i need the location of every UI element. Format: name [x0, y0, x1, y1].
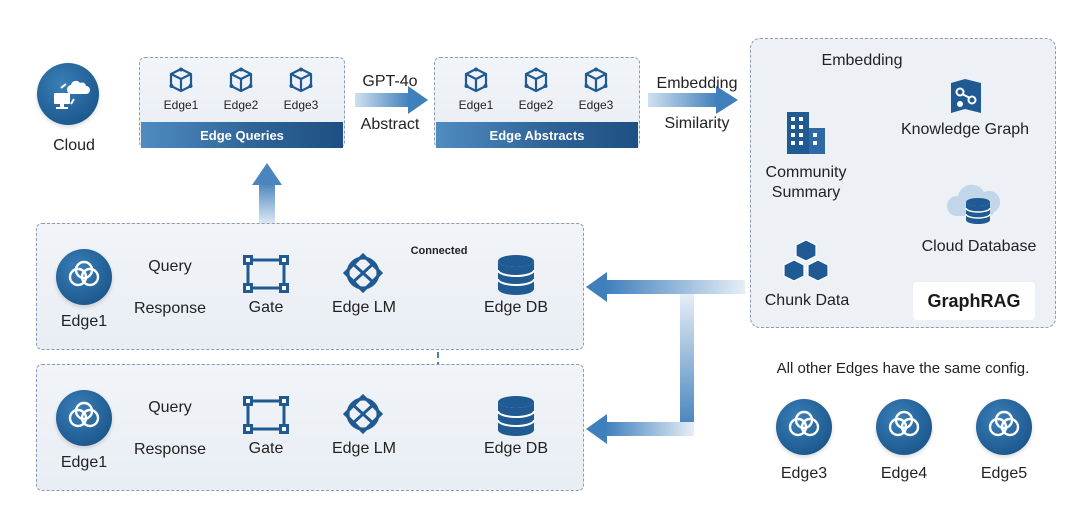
abstract-label: Abstract: [360, 116, 420, 133]
graphrag-embedding-label: Embedding: [821, 52, 903, 69]
edge-link-icon: [988, 410, 1020, 437]
edge1-node-row2: [56, 390, 112, 446]
other-edge-node: [876, 399, 932, 455]
edge-lm-label-row1: Edge LM: [331, 299, 397, 316]
edge-link-icon: [788, 410, 820, 437]
edge-link-icon: [68, 260, 100, 287]
edge-queries-item-label: Edge1: [163, 98, 199, 112]
edge1-label-row1: Edge1: [60, 313, 108, 330]
edge-db-icon-row1: [494, 253, 538, 297]
gate-label-row1: Gate: [248, 299, 284, 316]
gate-icon-row1: [242, 255, 290, 293]
edge-db-label-row1: Edge DB: [483, 299, 549, 316]
edge-db-icon-row2: [494, 394, 538, 438]
edge-queries-title: Edge Queries: [141, 122, 343, 148]
cloud-database-label: Cloud Database: [921, 238, 1037, 255]
knowledge-graph-icon: [945, 75, 987, 117]
graphrag-title: GraphRAG: [913, 282, 1035, 320]
cloud-computer-icon: [54, 80, 90, 109]
gate-label-row2: Gate: [248, 440, 284, 457]
cloud-label: Cloud: [53, 137, 95, 154]
edge-abstracts-title: Edge Abstracts: [436, 122, 638, 148]
edge-panel-2: [36, 364, 584, 491]
graphrag-panel: [750, 38, 1056, 328]
query-label-row1: Query: [148, 258, 192, 275]
edge-lm-label-row2: Edge LM: [331, 440, 397, 457]
embedding-label: Embedding: [656, 75, 738, 92]
response-label-row1: Response: [133, 300, 207, 317]
other-edge-label: Edge5: [980, 465, 1028, 482]
edge-queries-cube-icon: [228, 67, 254, 98]
gpt-arrow: [355, 86, 428, 114]
edge-abstracts-item-label: Edge1: [458, 98, 494, 112]
edge-queries-cube-icon: [288, 67, 314, 98]
gate-icon-row2: [242, 396, 290, 434]
knowledge-graph-label: Knowledge Graph: [900, 121, 1030, 138]
other-edge-label: Edge4: [880, 465, 928, 482]
edge-link-icon: [68, 401, 100, 428]
other-edges-note: All other Edges have the same config.: [776, 360, 1030, 377]
community-label: Community: [765, 164, 847, 181]
query-label-row2: Query: [148, 399, 192, 416]
edge-abstracts-cube-icon: [583, 67, 609, 98]
edge-queries-cube-icon: [168, 67, 194, 98]
edge-lm-icon-row1: [340, 251, 386, 295]
edge-abstracts-cube-icon: [523, 67, 549, 98]
cloud-database-icon: [944, 180, 1006, 230]
chunk-cubes-icon: [779, 238, 833, 286]
response-label-row2: Response: [133, 441, 207, 458]
connected-label: Connected: [410, 245, 468, 257]
up-arrow: [252, 163, 282, 225]
edge-abstracts-cube-icon: [463, 67, 489, 98]
other-edge-node: [776, 399, 832, 455]
embedding-arrow: [648, 86, 738, 114]
edge-lm-icon-row2: [340, 392, 386, 436]
other-edge-label: Edge3: [780, 465, 828, 482]
edge-db-label-row2: Edge DB: [483, 440, 549, 457]
cloud-node: [37, 63, 99, 125]
edge-panel-1: [36, 223, 584, 350]
other-edge-node: [976, 399, 1032, 455]
edge-link-icon: [888, 410, 920, 437]
similarity-label: Similarity: [664, 115, 730, 132]
edge-queries-item-label: Edge2: [223, 98, 259, 112]
edge-abstracts-item-label: Edge3: [578, 98, 614, 112]
gpt-label: GPT-4o: [362, 73, 418, 90]
return-arrows: [586, 272, 745, 444]
edge-queries-item-label: Edge3: [283, 98, 319, 112]
edge1-node-row1: [56, 249, 112, 305]
building-icon: [781, 108, 829, 156]
edge-abstracts-item-label: Edge2: [518, 98, 554, 112]
edge1-label-row2: Edge1: [60, 454, 108, 471]
chunk-data-label: Chunk Data: [764, 292, 850, 309]
summary-label: Summary: [771, 184, 841, 201]
